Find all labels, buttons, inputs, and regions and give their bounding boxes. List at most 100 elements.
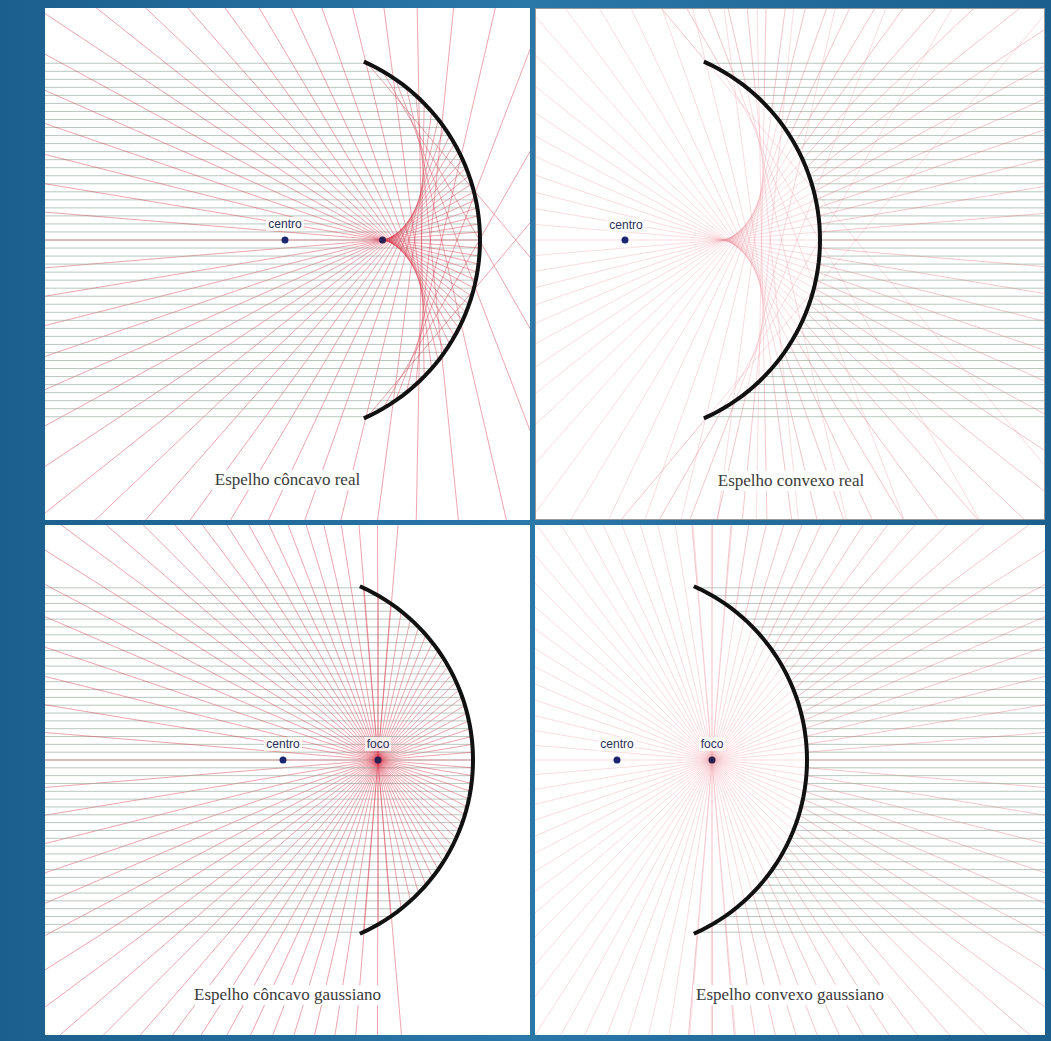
incident-ray [45,853,448,854]
reflected-ray [143,8,444,352]
incident-ray [782,853,1045,854]
reflected-ray [314,8,432,369]
virtual-extension [535,108,819,256]
incident-ray [45,71,383,72]
virtual-extension [736,8,1045,401]
reflected-ray [786,525,1045,674]
reflected-ray [801,525,1045,713]
virtual-extension [652,525,725,917]
reflected-ray [45,216,479,437]
incident-ray [756,384,1045,385]
incident-ray [807,752,1045,753]
incident-ray [793,830,1045,831]
incident-ray [45,861,443,862]
reflected-ray [45,650,438,1035]
incident-ray [777,658,1045,659]
incident-ray [725,603,1045,604]
panel-ground [535,8,1045,520]
virtual-extension [707,8,1045,417]
reflected-ray [535,8,707,63]
incident-ray [45,368,432,369]
reflected-ray [666,385,756,520]
incident-ray [772,869,1045,870]
reflected-ray [725,917,798,1035]
incident-ray [812,183,1045,184]
incident-ray [45,143,455,144]
incident-ray [45,900,410,901]
focus-dot [375,757,382,764]
incident-ray [45,63,367,64]
reflected-ray [45,8,477,272]
incident-ray [45,103,424,104]
reflected-ray [778,8,991,120]
reflected-ray [45,8,466,312]
panel-ground [535,525,1045,1035]
incident-ray [766,642,1045,643]
incident-ray [803,720,1045,721]
panel-caption: Espelho côncavo real [212,470,363,490]
reflected-ray [45,8,474,288]
incident-ray [45,167,466,168]
virtual-extension [535,525,796,823]
incident-ray [45,344,450,345]
virtual-extension [535,525,799,815]
virtual-extension [535,8,812,296]
reflected-ray [407,8,424,377]
reflected-ray [396,8,530,401]
incident-ray [45,650,438,651]
incident-ray [746,87,1045,88]
point-label: centro [264,737,301,751]
center-dot [622,237,629,244]
virtual-extension [542,525,744,901]
reflected-ray [45,525,456,838]
reflected-ray [318,603,391,1035]
incident-ray [45,720,469,721]
incident-ray [795,336,1045,337]
ray-set [535,525,1045,1035]
ray-set [45,525,473,1035]
reflected-ray [735,909,874,1035]
reflected-ray [753,893,1016,1035]
reflected-ray [45,168,466,520]
incident-ray [804,728,1045,729]
incident-ray [784,352,1045,353]
virtual-extension [535,8,795,336]
reflected-ray [156,627,419,1035]
incident-ray [756,95,1045,96]
incident-ray [45,783,472,784]
incident-ray [45,392,406,393]
incident-ray [45,231,480,232]
reflected-ray [45,8,476,280]
incident-ray [45,111,432,112]
center-dot [280,757,287,764]
incident-ray [45,893,419,894]
reflected-ray [45,8,472,296]
incident-ray [760,885,1045,886]
incident-ray [45,416,367,417]
virtual-extension [596,611,735,1035]
mirror-arc [694,586,807,934]
reflected-ray [262,611,401,1035]
reflected-ray [45,8,469,304]
reflected-ray [45,694,473,768]
virtual-extension [535,525,772,870]
incident-ray [45,689,459,690]
incident-ray [735,908,1045,909]
incident-ray [799,705,1045,706]
reflected-ray [377,525,379,924]
incident-ray [707,416,1045,417]
virtual-extension [723,71,1045,520]
incident-ray [45,280,476,281]
incident-ray [766,877,1045,878]
reflected-ray [45,208,477,501]
incident-ray [772,111,1045,112]
incident-ray [819,256,1045,257]
reflected-ray [784,8,1045,128]
virtual-extension [535,525,803,799]
mirror-panel: centroEspelho convexo real [535,8,1045,520]
virtual-extension [535,240,820,241]
virtual-extension [596,525,735,909]
incident-ray [45,408,383,409]
reflected-ray [54,525,432,877]
